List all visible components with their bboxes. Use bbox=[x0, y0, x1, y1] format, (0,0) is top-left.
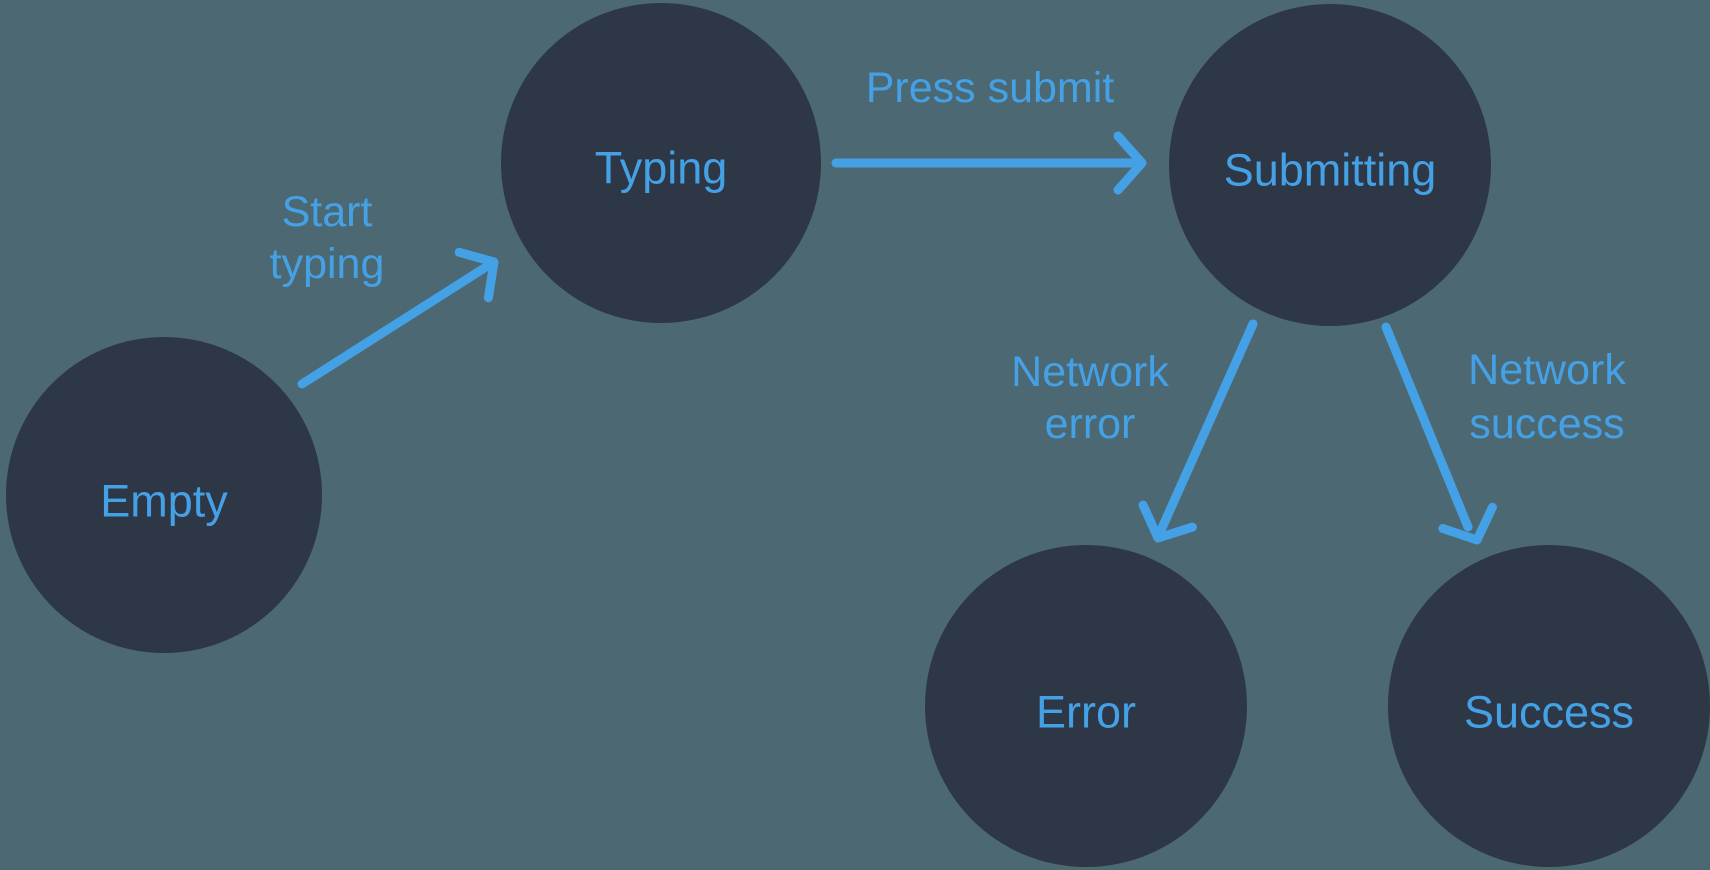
network-error-label-line1: Network bbox=[1011, 348, 1169, 396]
start-typing-arrow-line bbox=[297, 262, 491, 389]
state-success-circle bbox=[1388, 545, 1710, 867]
network-success-arrowhead-icon bbox=[1438, 502, 1497, 545]
transition-network-error: Network error bbox=[1011, 319, 1258, 543]
state-success: Success bbox=[1388, 545, 1710, 867]
state-typing-circle bbox=[501, 3, 821, 323]
network-success-arrow-line bbox=[1381, 322, 1473, 532]
state-submitting-circle bbox=[1169, 4, 1491, 326]
network-success-label-line1: Network bbox=[1468, 346, 1626, 394]
network-error-arrowhead-icon bbox=[1138, 500, 1197, 543]
start-typing-label-line1: Start bbox=[282, 188, 373, 236]
start-typing-arrowhead-icon bbox=[454, 247, 499, 303]
network-error-label-line2: error bbox=[1045, 400, 1136, 448]
state-success-label: Success bbox=[1464, 687, 1634, 738]
transition-press-submit: Press submit bbox=[831, 64, 1147, 195]
state-typing-label: Typing bbox=[595, 143, 728, 194]
state-typing: Typing bbox=[501, 3, 821, 323]
network-error-arrow-line bbox=[1157, 319, 1258, 533]
state-error-circle bbox=[925, 545, 1247, 867]
state-submitting: Submitting bbox=[1169, 4, 1491, 326]
press-submit-arrowhead-icon bbox=[1113, 131, 1147, 195]
state-submitting-label: Submitting bbox=[1224, 145, 1437, 196]
state-empty-label: Empty bbox=[100, 476, 228, 527]
transition-start-typing: Start typing bbox=[270, 188, 499, 389]
transition-network-success: Network success bbox=[1381, 322, 1626, 545]
network-success-label-line2: success bbox=[1469, 400, 1624, 448]
state-error: Error bbox=[925, 545, 1247, 867]
state-empty: Empty bbox=[6, 337, 322, 653]
press-submit-label: Press submit bbox=[866, 64, 1115, 112]
start-typing-label-line2: typing bbox=[270, 240, 385, 288]
state-error-label: Error bbox=[1036, 687, 1136, 738]
state-empty-circle bbox=[6, 337, 322, 653]
